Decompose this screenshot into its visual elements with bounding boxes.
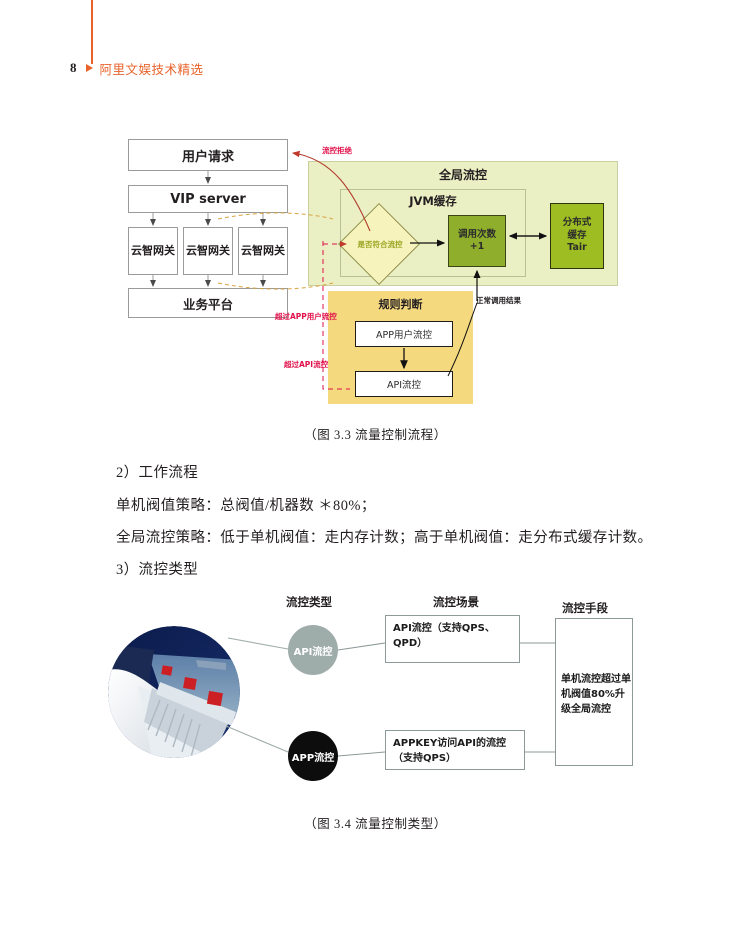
global-flow-control-title: 全局流控 <box>438 168 487 182</box>
column-header-type: 流控类型 <box>286 595 332 609</box>
header-title: 阿里文娱技术精选 <box>99 61 204 77</box>
scene-api-line1: API流控（支持QPS、 <box>393 623 495 634</box>
jvm-cache-title: JVM缓存 <box>409 194 457 208</box>
app-user-flow-control-box: APP用户流控 <box>355 321 453 347</box>
body-line-4: 3）流控类型 <box>116 562 199 578</box>
cloud-gateway-box-3: 云智网关 <box>238 227 288 275</box>
over-api-limit-label: 超过API流控 <box>284 360 329 369</box>
call-counter-line2: +1 <box>469 241 485 252</box>
body-line-1: 2）工作流程 <box>116 465 199 481</box>
figure-3-4-type-diagram: 流控类型 流控场景 流控手段 <box>100 586 660 796</box>
tair-line1: 分布式 <box>562 217 592 229</box>
means-box <box>555 618 633 766</box>
page-number: 8 <box>70 60 77 75</box>
tair-line3: Tair <box>567 242 587 254</box>
figure-3-4-caption: （图 3.4 流量控制类型） <box>304 817 447 831</box>
decision-diamond-label: 是否符合流控 <box>357 239 403 249</box>
normal-call-result-label: 正常调用结果 <box>476 296 521 305</box>
scene-api-line2: QPD） <box>393 637 428 649</box>
column-header-scene: 流控场景 <box>433 595 479 609</box>
triangle-right-icon <box>85 64 93 72</box>
node-app-flow-control: APP流控 <box>288 731 338 781</box>
scene-app-line1: APPKEY访问API的流控 <box>393 738 507 749</box>
body-line-2: 单机阀值策略：总阀值/机器数 ＊80%； <box>116 498 376 514</box>
figure-3-3-connectors <box>150 150 548 390</box>
tair-line2: 缓存 <box>567 229 587 241</box>
running-header: 8 阿里文娱技术精选 <box>70 58 204 78</box>
call-counter-line1: 调用次数 <box>457 229 496 241</box>
cloud-gateway-box-2: 云智网关 <box>183 227 233 275</box>
api-flow-control-box: API流控 <box>355 371 453 397</box>
scene-app-line2: （支持QPS） <box>393 752 457 764</box>
distributed-cache-tair-box: 分布式 缓存 Tair <box>550 203 604 269</box>
vip-server-box: VIP server <box>128 185 288 213</box>
over-app-user-limit-label: 超过APP用户流控 <box>275 312 337 321</box>
scene-box-api: API流控（支持QPS、 QPD） <box>385 615 520 663</box>
dam-photo <box>108 626 240 758</box>
user-request-box: 用户请求 <box>128 139 288 171</box>
rule-judgement-title: 规则判断 <box>378 298 423 311</box>
cloud-gateway-box-1: 云智网关 <box>128 227 178 275</box>
column-header-means: 流控手段 <box>562 601 608 615</box>
header-accent-rule <box>91 0 93 64</box>
means-text: 单机流控超过单机阀值80%升级全局流控 <box>561 674 631 715</box>
figure-3-4-connectors <box>225 637 555 757</box>
figure-3-3-caption: （图 3.3 流量控制流程） <box>304 428 447 442</box>
scene-box-app: APPKEY访问API的流控 （支持QPS） <box>385 730 525 770</box>
flow-control-reject-label: 流控拒绝 <box>322 146 352 155</box>
node-api-flow-control: API流控 <box>288 625 338 675</box>
business-platform-box: 业务平台 <box>128 288 288 318</box>
jvm-cache-group <box>340 189 526 277</box>
figure-3-3-flow-diagram: 全局流控 JVM缓存 是否符合流控 调用次数 +1 分布式 缓存 Tair 规则… <box>118 131 618 416</box>
body-line-3: 全局流控策略：低于单机阀值：走内存计数；高于单机阀值：走分布式缓存计数。 <box>116 530 653 546</box>
call-counter-box: 调用次数 +1 <box>448 215 506 267</box>
